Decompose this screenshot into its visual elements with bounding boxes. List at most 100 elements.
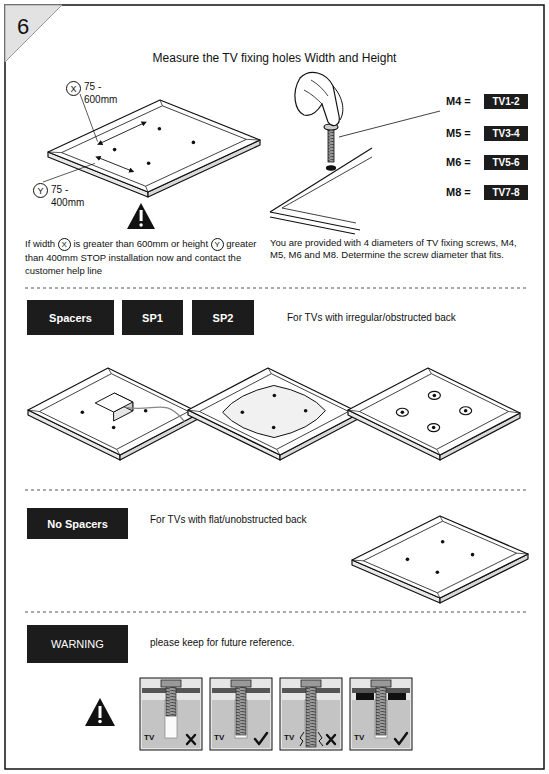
tv-edge <box>363 521 516 593</box>
panel-frame <box>350 678 412 750</box>
bevel-line <box>108 368 111 374</box>
bevel-line <box>509 412 520 414</box>
screw-size: M5 = <box>446 126 471 141</box>
fixing-hole <box>406 558 410 562</box>
screw-shank <box>306 686 316 747</box>
note-text: For TVs with irregular/obstructed back <box>287 312 456 324</box>
tv-tag: TV <box>284 733 294 743</box>
spacer-ring <box>460 407 472 415</box>
callout-circle: Y <box>33 183 48 198</box>
tv-edge <box>352 516 528 598</box>
fixing-hole <box>401 410 405 414</box>
screw-size: M6 = <box>446 155 471 170</box>
box-text: No Spacers <box>47 518 108 530</box>
tv-edge <box>28 368 200 455</box>
box-text: TV1-2 <box>492 96 519 107</box>
label-box: TV5-6 <box>484 155 528 170</box>
box-text: WARNING <box>51 638 104 650</box>
screw-head <box>371 680 391 687</box>
label-box: TV7-8 <box>484 185 528 200</box>
spacer-ring <box>396 408 408 416</box>
screw-panel <box>210 678 272 750</box>
bevel-line <box>28 410 39 412</box>
screw-shank <box>376 686 386 735</box>
tv-back <box>348 368 520 460</box>
tv-edge <box>188 368 360 455</box>
bevel-line <box>48 152 62 154</box>
fixing-hole <box>81 410 85 414</box>
box-text: Y <box>37 186 43 196</box>
screw-panel <box>280 678 342 750</box>
label-box: SP2 <box>192 300 254 335</box>
step-number: 6 <box>17 14 29 40</box>
fixing-hole <box>112 426 116 430</box>
bevel-line <box>117 449 120 455</box>
bevel-line <box>246 139 260 141</box>
fixing-hole <box>471 553 475 557</box>
screw-panel <box>350 678 412 750</box>
bevel-line <box>268 368 271 374</box>
fixing-hole <box>158 127 162 131</box>
label-box: SP1 <box>122 300 183 335</box>
panel-frame <box>280 678 342 750</box>
bevel-line <box>146 186 148 192</box>
fixing-hole <box>433 394 437 398</box>
fixing-hole <box>147 161 151 165</box>
crack <box>300 732 323 746</box>
tv-edge <box>199 374 348 450</box>
tv-back <box>188 368 360 460</box>
bevel-line <box>188 410 199 412</box>
tv-edge <box>48 100 260 192</box>
screw-shank <box>166 686 176 716</box>
cross-mark <box>187 735 195 744</box>
spacer <box>388 693 406 700</box>
spacer-ring <box>428 391 440 399</box>
warning-note: If width X is greater than 600mm or heig… <box>25 237 263 277</box>
tick-mark <box>255 733 267 744</box>
fixing-hole <box>441 540 445 544</box>
note-text: If width <box>25 238 55 249</box>
tv-tag: TV <box>214 733 224 743</box>
box-text: TV5-6 <box>492 157 519 168</box>
callout-letter: X <box>58 238 71 251</box>
spacer-ring <box>428 424 440 432</box>
box-text: TV3-4 <box>492 128 519 139</box>
corner-tab <box>5 5 62 62</box>
screw-size: M4 = <box>446 94 471 109</box>
tv-edge <box>348 368 520 455</box>
screw-head <box>301 680 321 687</box>
screw-panel <box>140 678 202 750</box>
screw-head <box>161 680 181 687</box>
dimension: 75 - 400mm <box>51 183 97 209</box>
dimension-line <box>98 157 132 171</box>
page-title: Measure the TV fixing holes Width and He… <box>0 51 549 65</box>
screw-head <box>231 680 251 687</box>
note-text: please keep for future reference. <box>150 637 295 649</box>
screw-depth-panels <box>140 678 412 750</box>
box-text: X <box>70 84 76 94</box>
screw-shank <box>236 686 246 735</box>
tv-back <box>43 94 260 197</box>
page-frame <box>5 5 544 769</box>
bevel-line <box>348 410 359 412</box>
panel-frame <box>210 678 272 750</box>
curved-back <box>223 385 326 437</box>
warning-triangle <box>127 203 155 229</box>
label-box: TV1-2 <box>484 94 528 109</box>
fixing-hole <box>432 426 436 430</box>
separators <box>25 288 527 612</box>
fixing-hole <box>304 409 308 413</box>
dimension: 75 - 600mm <box>84 80 130 106</box>
box-text: TV7-8 <box>492 187 519 198</box>
label-box: TV3-4 <box>484 126 528 141</box>
label-box: No Spacers <box>27 508 128 539</box>
tv-edge <box>359 374 508 450</box>
bevel-line <box>517 553 528 555</box>
obstruction <box>95 393 133 412</box>
panel-frame <box>140 678 202 750</box>
bevel-line <box>160 100 162 106</box>
tv-tag: TV <box>144 733 154 743</box>
dimension-line <box>100 123 145 144</box>
callout-circle: X <box>66 81 81 96</box>
